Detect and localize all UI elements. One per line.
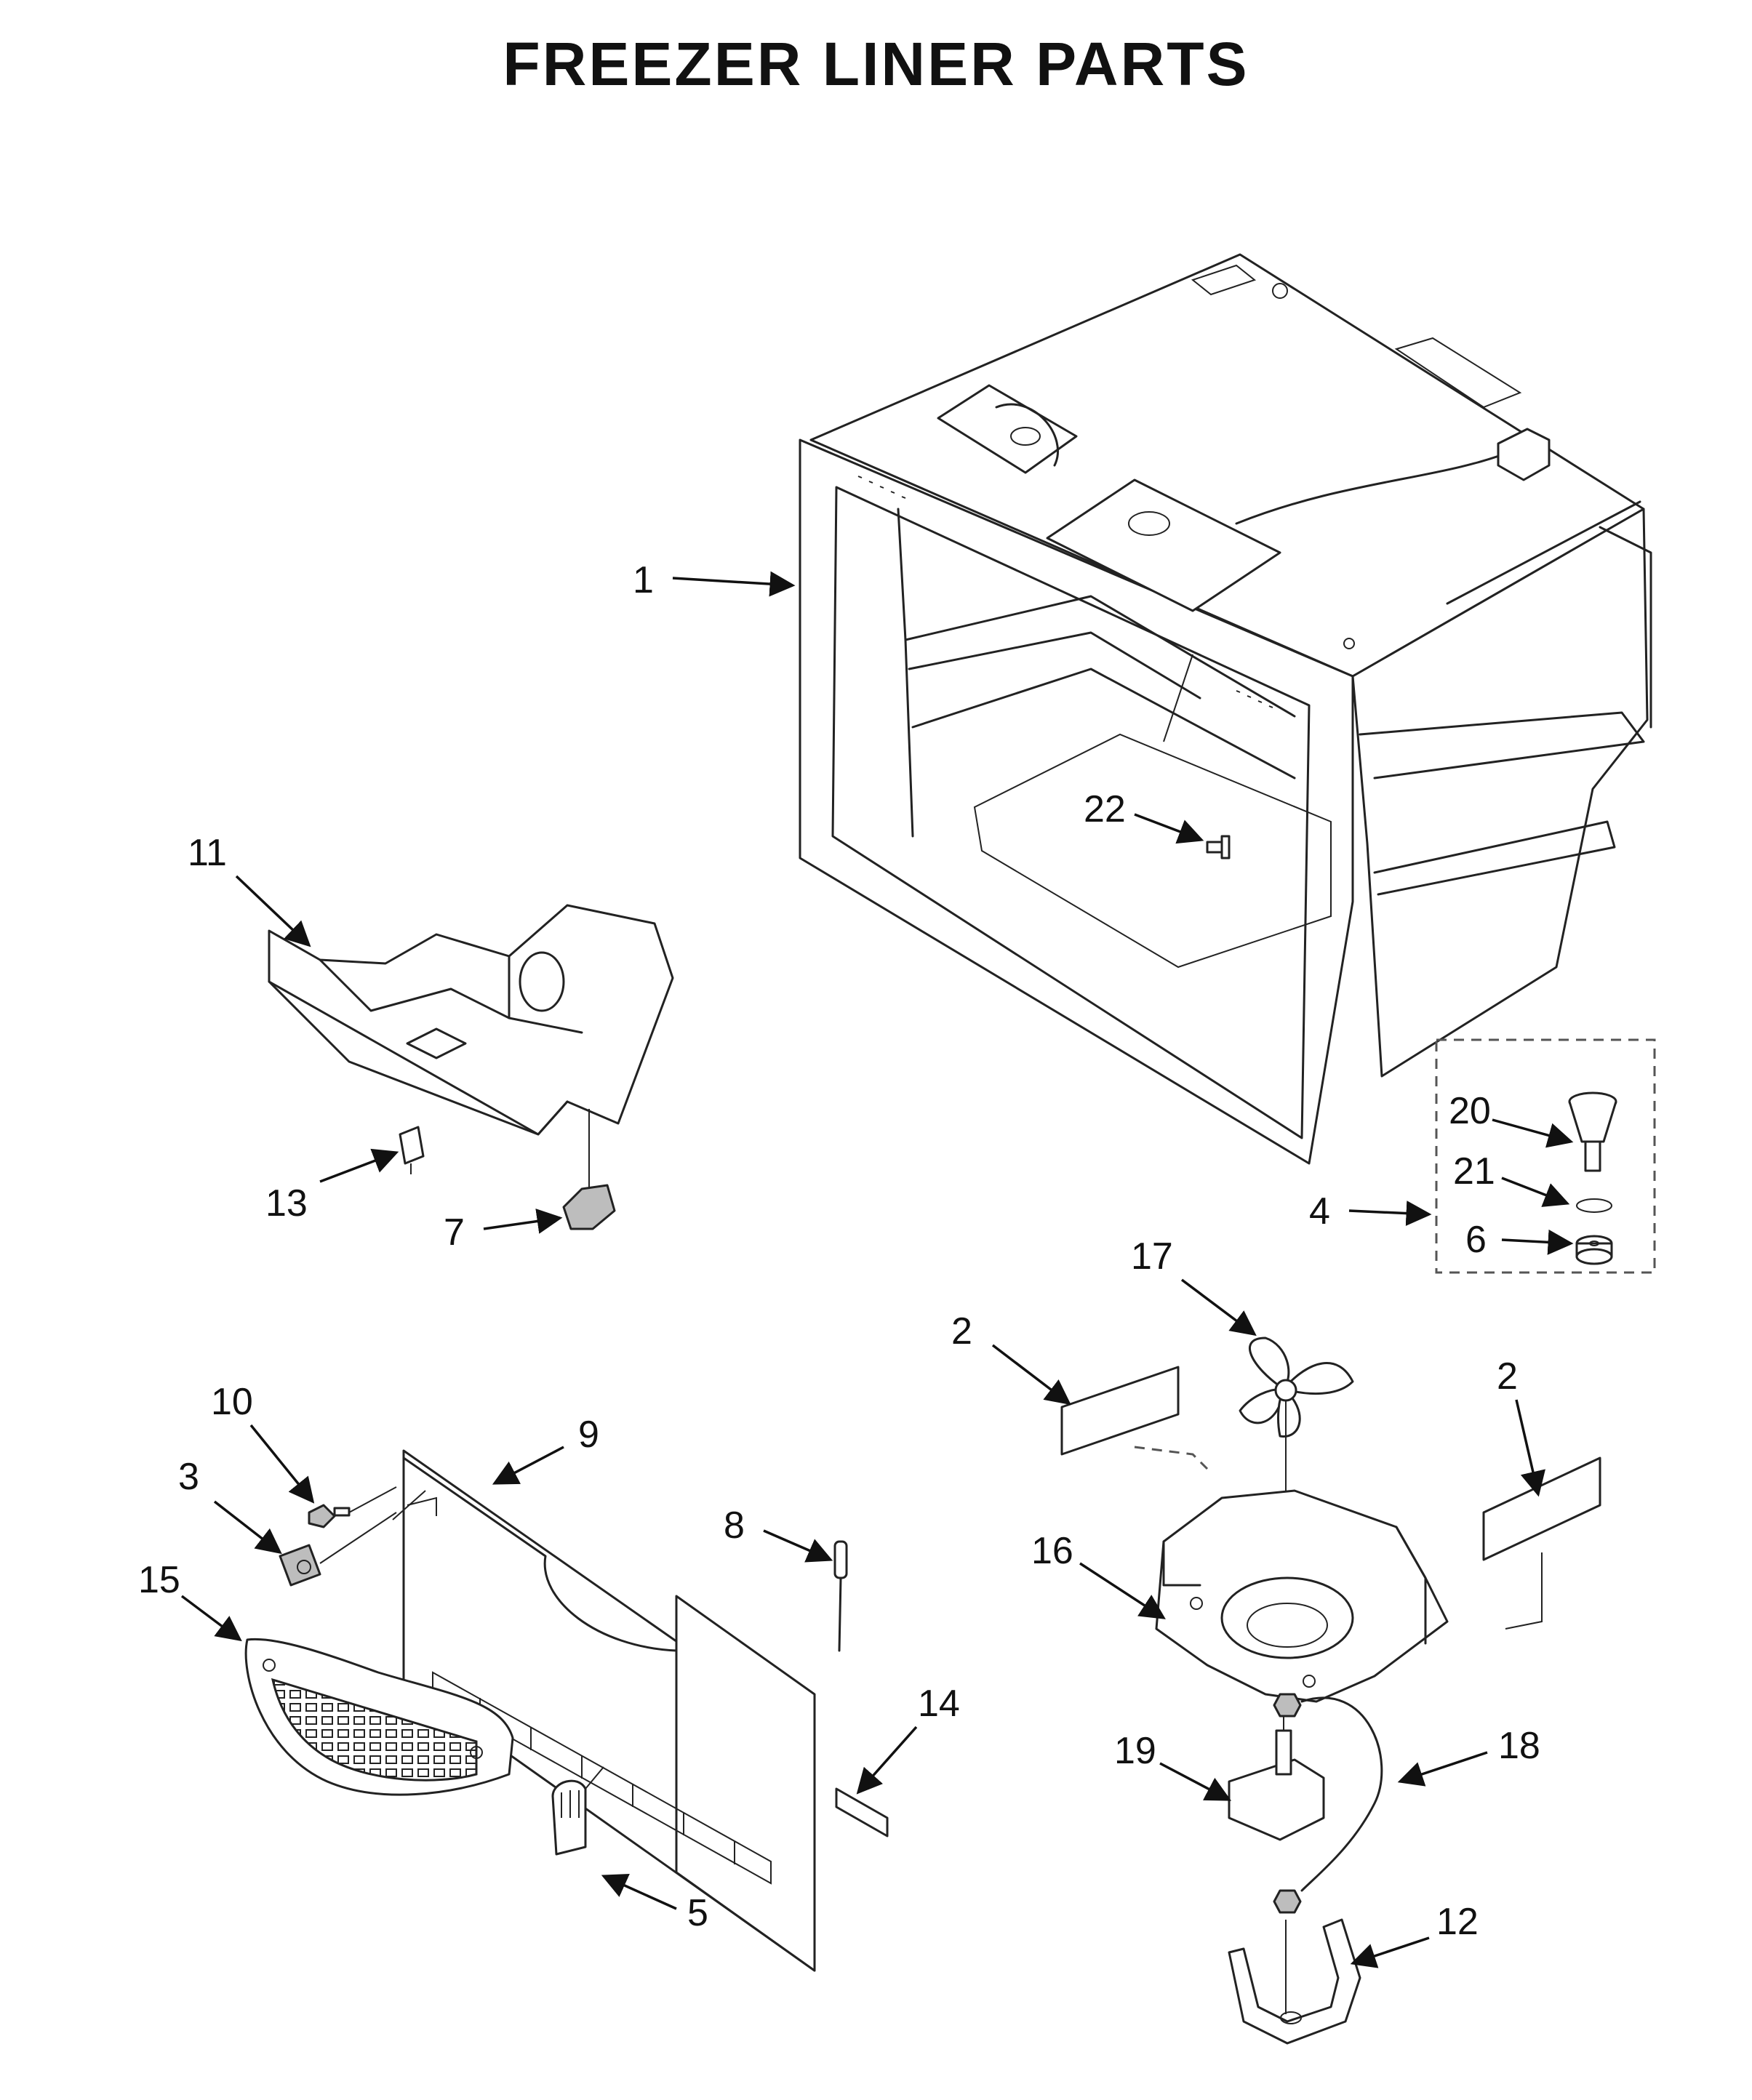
callout-7: 7 (444, 1211, 465, 1254)
callout-4: 4 (1309, 1190, 1330, 1233)
fan-blade-part (1239, 1336, 1354, 1651)
callout-19: 19 (1114, 1730, 1156, 1772)
leader-lines (180, 571, 1574, 1968)
callout-12: 12 (1436, 1901, 1479, 1943)
drain-kit-group (1435, 1038, 1656, 1274)
callout-9: 9 (578, 1414, 599, 1456)
callout-10: 10 (211, 1381, 253, 1423)
fan-motor-part (1228, 1693, 1383, 1914)
callout-2-right: 2 (1497, 1355, 1518, 1398)
callout-15: 15 (138, 1559, 180, 1601)
damper-connector-part (399, 1126, 425, 1174)
foam-strip-part (835, 1787, 889, 1838)
thermistor-knob-part (562, 1184, 616, 1230)
callout-1: 1 (633, 559, 654, 601)
callout-11: 11 (188, 832, 227, 874)
callout-5: 5 (687, 1892, 708, 1934)
evaporator-cover-panel (392, 1449, 816, 1972)
foam-pad-right (1482, 1456, 1601, 1630)
foam-pad-left (1060, 1366, 1209, 1470)
callout-3: 3 (178, 1456, 199, 1498)
screw-10-part (308, 1486, 397, 1528)
thermistor-probe-part (833, 1540, 848, 1652)
fan-shroud-part (1155, 1489, 1449, 1703)
freezer-liner (799, 253, 1652, 1165)
sensor-cover-part (551, 1766, 604, 1856)
screw-part (1206, 835, 1231, 859)
callout-13: 13 (265, 1182, 308, 1225)
callout-8: 8 (724, 1504, 745, 1547)
callout-2-left: 2 (951, 1310, 972, 1352)
callout-16: 16 (1031, 1530, 1073, 1572)
callout-21: 21 (1453, 1150, 1495, 1193)
callout-17: 17 (1131, 1235, 1173, 1278)
air-duct-housing (268, 904, 674, 1193)
front-grille-part (244, 1638, 514, 1796)
callout-labels: 1 22 11 13 7 4 20 21 6 17 2 2 10 3 9 8 1… (138, 559, 1540, 1943)
bracket-3-part (279, 1512, 397, 1587)
callout-18: 18 (1498, 1725, 1540, 1767)
page-title: FREEZER LINER PARTS (503, 30, 1249, 98)
callout-22: 22 (1084, 788, 1126, 830)
callout-14: 14 (918, 1683, 960, 1725)
callout-6: 6 (1465, 1219, 1487, 1261)
motor-bracket-part (1228, 1918, 1361, 2045)
callout-20: 20 (1449, 1090, 1491, 1132)
